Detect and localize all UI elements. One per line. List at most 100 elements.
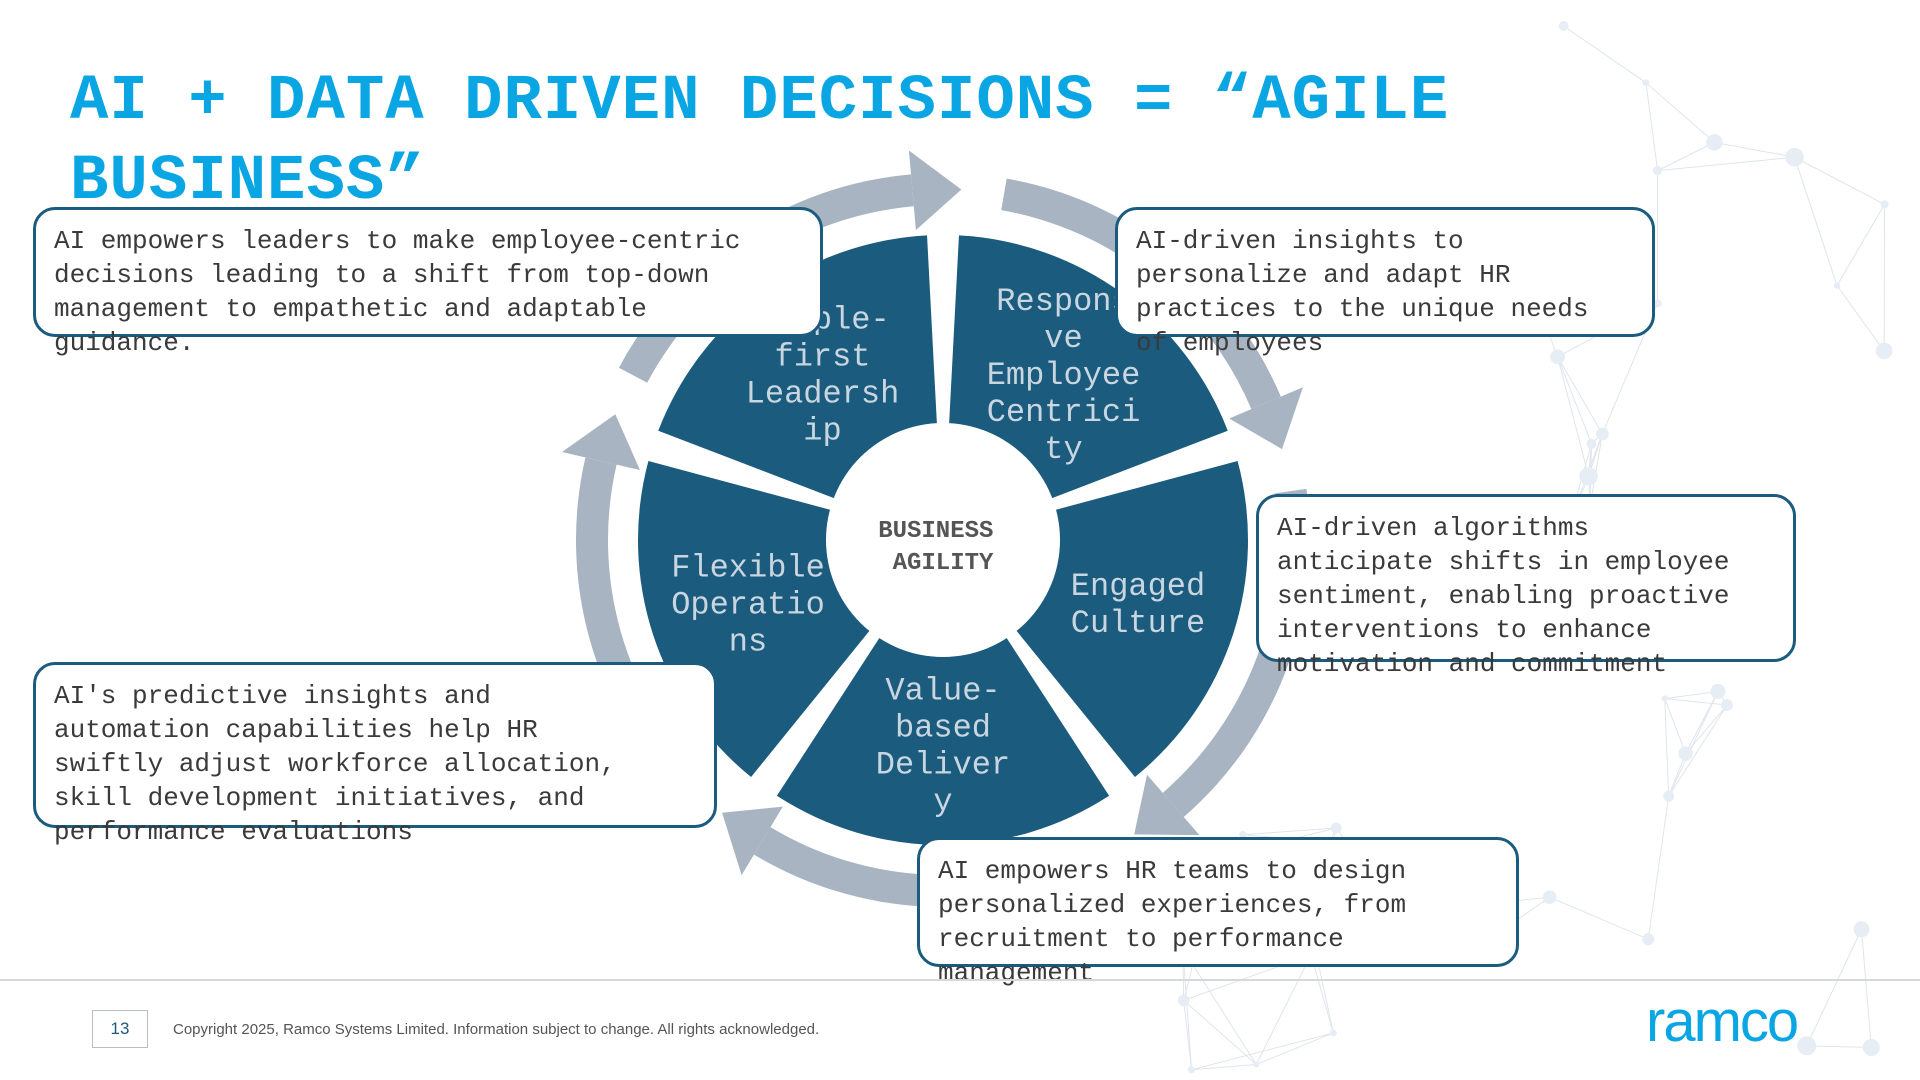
ring-arrowhead-3 bbox=[1134, 774, 1200, 836]
network-link bbox=[1647, 796, 1670, 940]
network-link bbox=[1242, 827, 1337, 836]
segment-responsive-employee-centricity-label-line-2: ve bbox=[1044, 320, 1082, 357]
ring-arrowhead-5 bbox=[562, 414, 640, 471]
callout-responsive-employee-centricity: AI-driven insights to personalize and ad… bbox=[1115, 207, 1655, 358]
segment-value-based-delivery-label-line-1: Value- bbox=[885, 673, 1000, 710]
ring-arc-5 bbox=[576, 457, 703, 795]
network-node bbox=[1710, 684, 1726, 700]
slide-title: AI + DATA DRIVEN DECISIONS = “AGILE BUSI… bbox=[70, 66, 1450, 218]
network-node bbox=[1653, 299, 1662, 308]
network-link bbox=[1310, 954, 1334, 1034]
network-link bbox=[1557, 356, 1603, 435]
network-node bbox=[1678, 746, 1693, 761]
network-node bbox=[1875, 342, 1893, 360]
network-node bbox=[1642, 79, 1650, 87]
network-link bbox=[1836, 285, 1885, 352]
segment-responsive-employee-centricity-label-line-1: Respons bbox=[996, 283, 1130, 320]
ring-arc-1 bbox=[618, 174, 914, 383]
network-node bbox=[1596, 427, 1609, 441]
segment-flexible-operations-label-line-3: ns bbox=[729, 623, 767, 660]
network-link bbox=[1657, 141, 1715, 172]
callout-value-based-delivery: AI empowers HR teams to design personali… bbox=[917, 837, 1519, 988]
network-link bbox=[1191, 1063, 1257, 1071]
network-link bbox=[1668, 704, 1728, 797]
ramco-logo: ramco bbox=[1646, 989, 1799, 1054]
ring-arrowhead-2 bbox=[1229, 387, 1303, 450]
network-link bbox=[1645, 82, 1659, 171]
network-node bbox=[1550, 349, 1566, 365]
network-node bbox=[1329, 1029, 1337, 1037]
network-link bbox=[1183, 999, 1257, 1065]
network-link bbox=[1664, 691, 1718, 700]
network-node bbox=[1880, 200, 1889, 209]
network-link bbox=[1549, 896, 1649, 940]
segment-value-based-delivery-label-line-2: based bbox=[895, 710, 991, 747]
network-node bbox=[1177, 994, 1190, 1007]
segment-value-based-delivery-label-line-4: y bbox=[933, 784, 952, 821]
network-node bbox=[1187, 1066, 1196, 1074]
network-link bbox=[1836, 204, 1885, 286]
callout-engaged-culture: AI-driven algorithms anticipate shifts i… bbox=[1256, 494, 1796, 679]
network-node bbox=[1853, 921, 1870, 938]
segment-responsive-employee-centricity-label-line-3: Employee bbox=[987, 357, 1141, 394]
network-link bbox=[1183, 1000, 1193, 1070]
network-node bbox=[1797, 1036, 1817, 1056]
ring-arc-2 bbox=[1001, 178, 1281, 410]
network-node bbox=[1652, 166, 1663, 176]
ring-arrowhead-4 bbox=[722, 806, 783, 876]
network-link bbox=[1657, 156, 1795, 172]
callout-flexible-operations: AI's predictive insights and automation … bbox=[33, 662, 717, 847]
network-node bbox=[1330, 822, 1342, 834]
network-link bbox=[1557, 356, 1590, 477]
segment-people-first-leadership-label-line-4: ip bbox=[803, 413, 841, 450]
copyright-notice: Copyright 2025, Ramco Systems Limited. I… bbox=[173, 1021, 820, 1038]
network-node bbox=[1579, 467, 1598, 486]
network-link bbox=[1191, 1032, 1334, 1071]
network-link bbox=[1664, 698, 1687, 754]
segment-engaged-culture-label-line-2: Culture bbox=[1071, 605, 1205, 642]
network-link bbox=[1860, 929, 1872, 1048]
network-node bbox=[1542, 890, 1557, 904]
network-node bbox=[1663, 790, 1675, 802]
ring-arrowhead-1 bbox=[908, 150, 962, 231]
network-node bbox=[1721, 699, 1734, 711]
callout-people-first-leadership: AI empowers leaders to make employee-cen… bbox=[33, 207, 823, 358]
network-link bbox=[1806, 1045, 1872, 1048]
footer-divider bbox=[0, 979, 1920, 981]
network-link bbox=[1664, 698, 1670, 797]
network-node bbox=[1586, 438, 1597, 449]
network-node bbox=[1785, 147, 1804, 167]
network-link bbox=[1668, 691, 1719, 797]
segment-responsive-employee-centricity-label-line-4: Centrici bbox=[987, 394, 1141, 431]
network-node bbox=[1862, 1038, 1880, 1056]
network-node bbox=[1558, 21, 1569, 31]
network-link bbox=[1563, 25, 1647, 84]
network-node bbox=[1706, 134, 1723, 151]
network-link bbox=[1256, 1032, 1334, 1065]
network-link bbox=[1794, 157, 1838, 286]
network-link bbox=[1714, 141, 1795, 158]
segment-value-based-delivery bbox=[776, 551, 1110, 845]
segment-engaged-culture-label-line-1: Engaged bbox=[1071, 568, 1205, 605]
network-link bbox=[1255, 954, 1312, 1065]
segment-responsive-employee-centricity-label-line-5: ty bbox=[1044, 431, 1082, 468]
network-node bbox=[1239, 831, 1247, 839]
segment-people-first-leadership-label-line-2: first bbox=[774, 339, 870, 376]
page-number: 13 bbox=[92, 1010, 148, 1048]
network-node bbox=[1661, 695, 1668, 702]
center-label-line-1: BUSINESS bbox=[878, 518, 993, 545]
center-hub bbox=[826, 423, 1060, 657]
network-link bbox=[1645, 82, 1715, 143]
segment-flexible-operations-label-line-2: Operatio bbox=[671, 586, 825, 623]
network-link bbox=[1182, 948, 1257, 1065]
network-link bbox=[1668, 753, 1687, 797]
network-link bbox=[1794, 156, 1885, 205]
center-label: BUSINESS AGILITY bbox=[878, 518, 1008, 577]
network-link bbox=[1182, 949, 1193, 1070]
network-node bbox=[1642, 933, 1655, 946]
network-link bbox=[1806, 929, 1862, 1047]
network-link bbox=[1557, 356, 1593, 444]
